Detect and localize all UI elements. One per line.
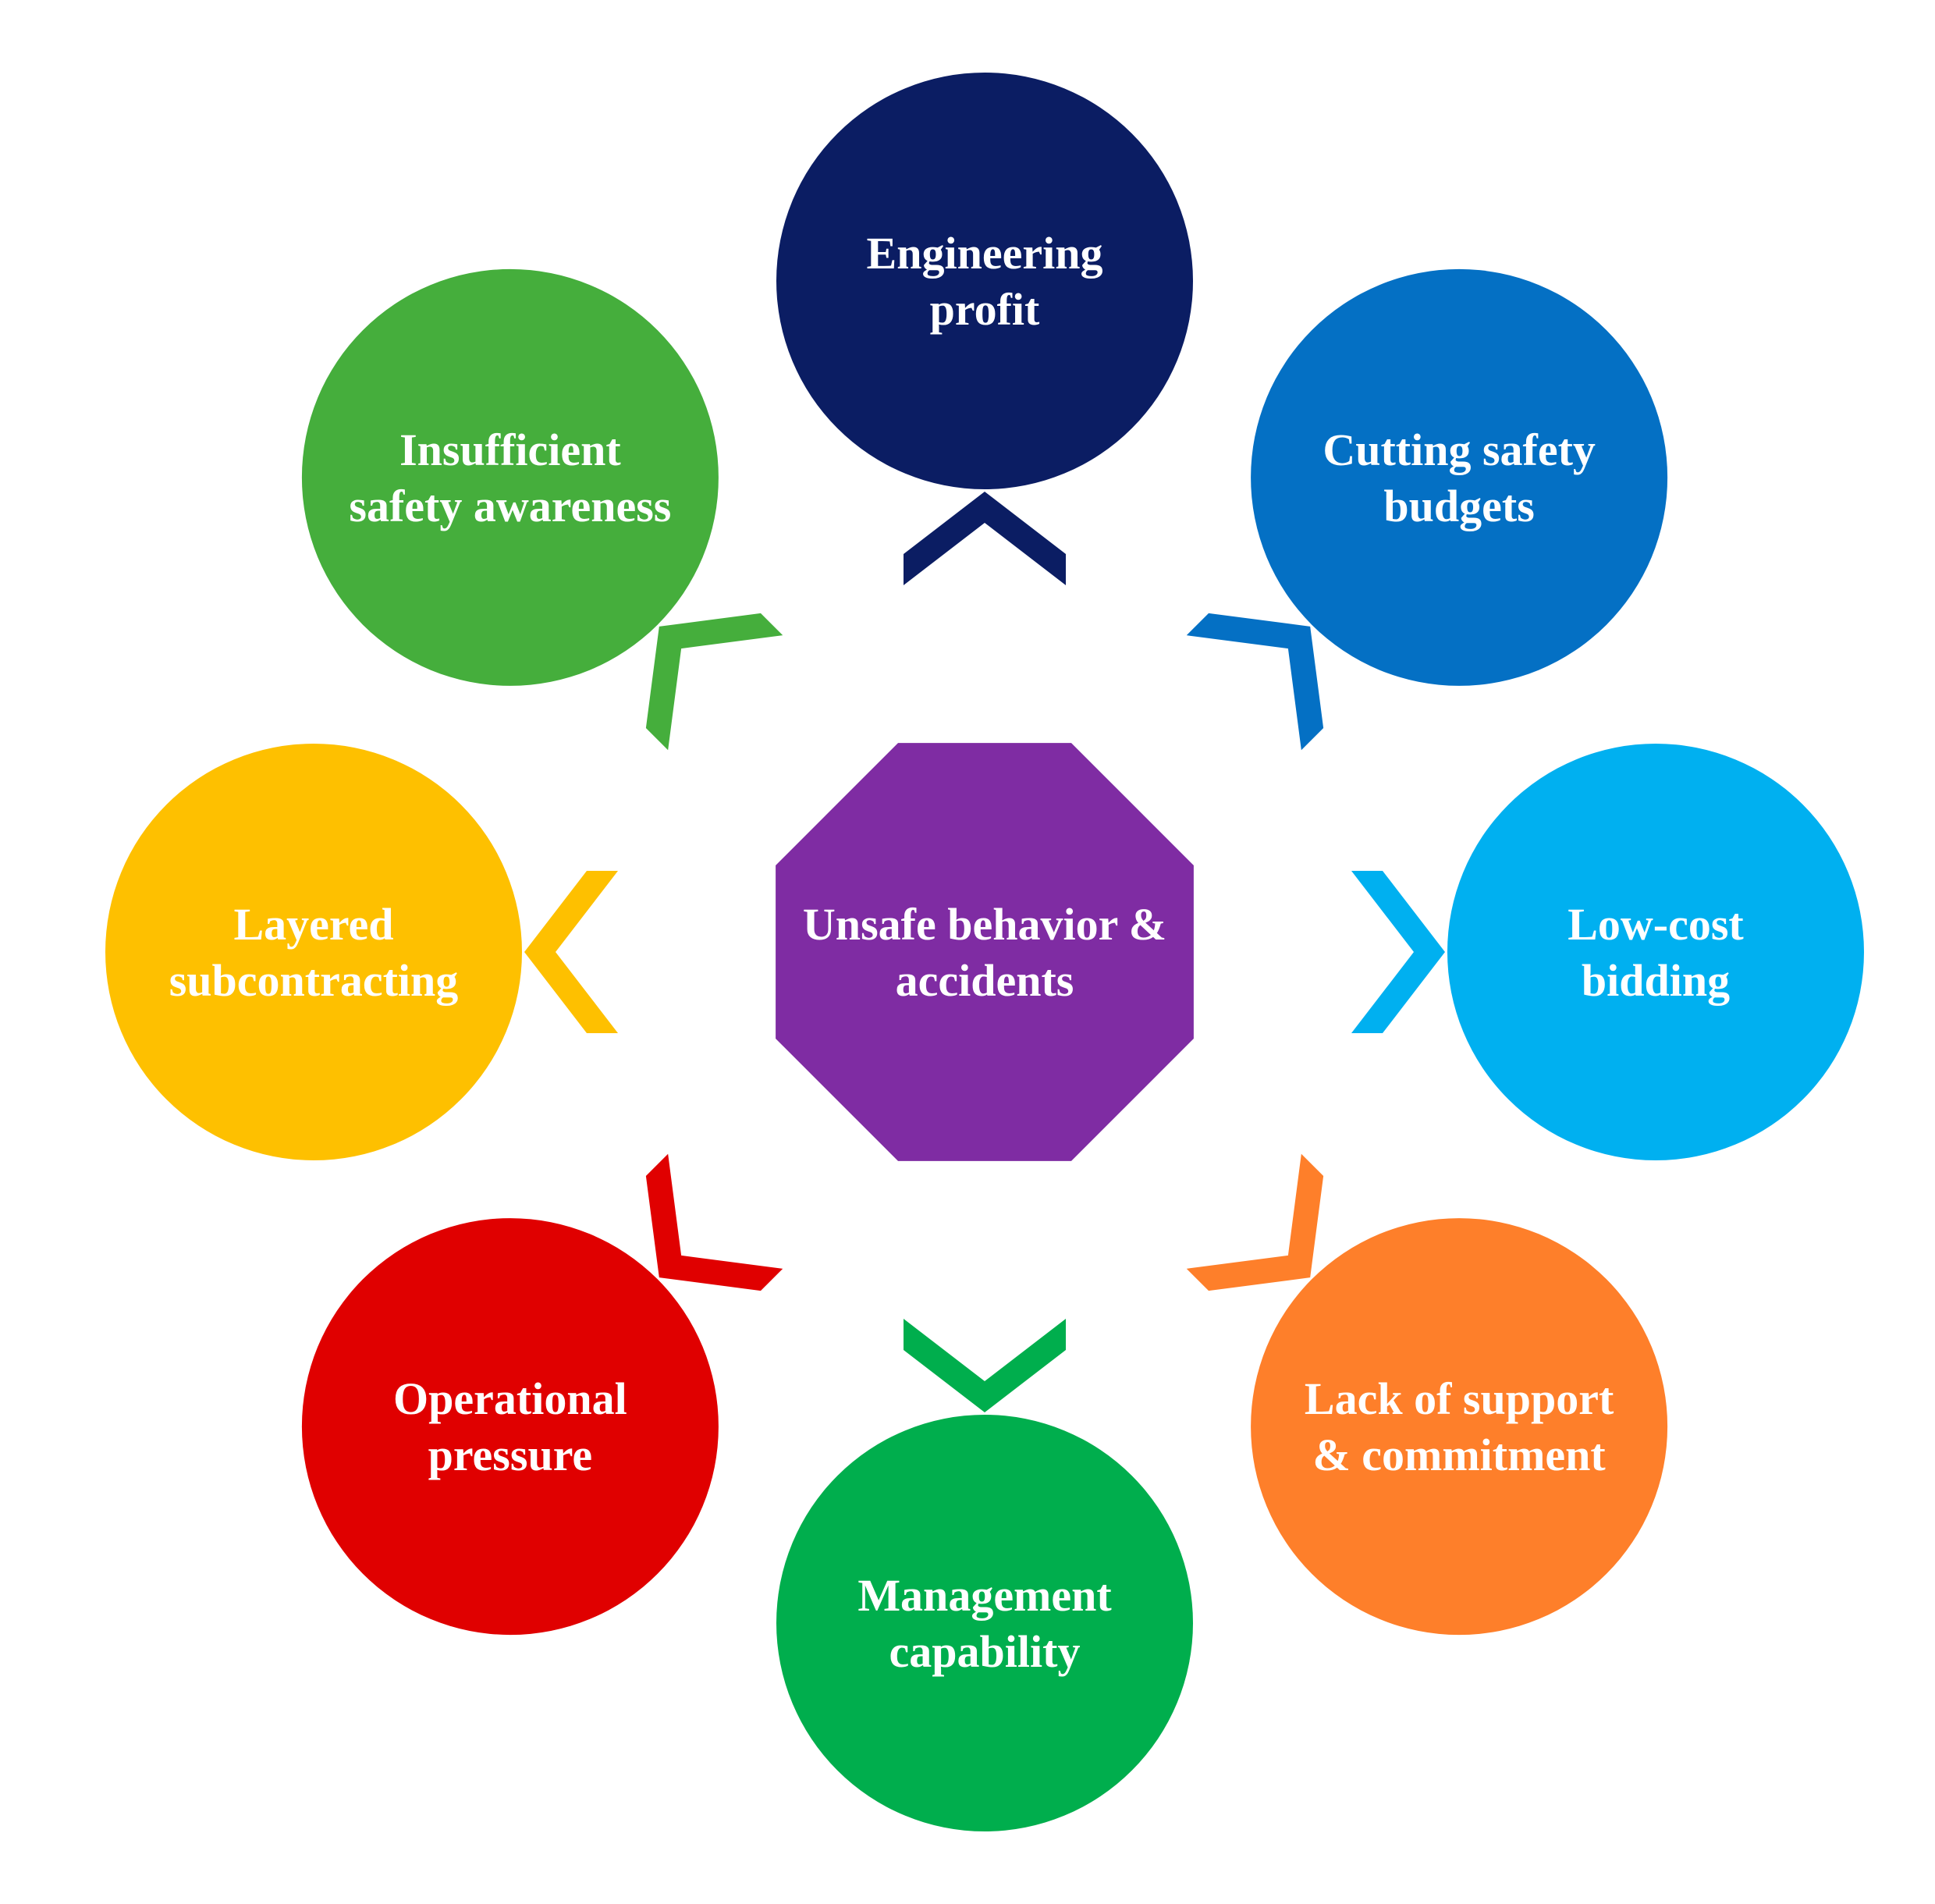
node-label-insufficient-safety-awareness-line-1: Insufficient <box>399 424 621 475</box>
chevron-layer <box>524 492 1445 1412</box>
chevron-engineering-profit <box>904 492 1066 585</box>
chevron-layered-subcontracting <box>524 871 618 1033</box>
node-label-operational-pressure-line-1: Operational <box>393 1373 627 1424</box>
node-label-cutting-safety-budgets-line-1: Cutting safety <box>1323 424 1596 475</box>
node-circle-operational-pressure <box>301 1218 719 1636</box>
node-label-layered-subcontracting-line-1: Layered <box>233 899 393 950</box>
node-label-operational-pressure-line-2: pressure <box>428 1430 593 1480</box>
center-octagon <box>776 743 1194 1161</box>
node-label-management-capability-line-1: Management <box>857 1570 1112 1621</box>
chevron-low-cost-bidding <box>1351 871 1445 1033</box>
node-label-insufficient-safety-awareness-line-2: safety awareness <box>349 481 671 531</box>
node-circle-layered-subcontracting <box>105 744 522 1160</box>
center-label-line-1: Unsafe behavior & <box>803 899 1166 950</box>
node-circle-management-capability <box>776 1415 1193 1831</box>
node-circle-insufficient-safety-awareness <box>301 268 719 686</box>
node-label-lack-of-support-commitment-line-2: & commitment <box>1312 1430 1606 1480</box>
node-label-layered-subcontracting-line-2: subcontracting <box>169 955 459 1006</box>
node-operational-pressure: Operational pressure <box>301 1218 719 1636</box>
node-label-engineering-profit-line-1: Engineering <box>867 228 1103 279</box>
chevron-insufficient-safety-awareness <box>645 613 783 751</box>
node-insufficient-safety-awareness: Insufficient safety awareness <box>301 268 719 686</box>
center-layer: Unsafe behavior &accidents <box>776 743 1194 1161</box>
node-circle-lack-of-support-commitment <box>1251 1218 1668 1636</box>
chevron-lack-of-support-commitment <box>1186 1153 1324 1291</box>
node-circle-cutting-safety-budgets <box>1251 268 1668 686</box>
node-label-management-capability-line-2: capability <box>889 1626 1081 1677</box>
node-label-low-cost-bidding-line-1: Low-cost <box>1568 899 1744 950</box>
chevron-management-capability <box>904 1319 1066 1412</box>
chevron-operational-pressure <box>645 1153 783 1291</box>
node-label-cutting-safety-budgets-line-2: budgets <box>1383 481 1534 531</box>
center-label-line-2: accidents <box>896 955 1074 1006</box>
node-lack-of-support-commitment: Lack of support & commitment <box>1251 1218 1668 1636</box>
node-cutting-safety-budgets: Cutting safety budgets <box>1251 268 1668 686</box>
node-circle-low-cost-bidding <box>1447 744 1864 1160</box>
node-label-engineering-profit-line-2: profit <box>930 284 1040 335</box>
node-circle-engineering-profit <box>776 73 1193 489</box>
node-label-low-cost-bidding-line-2: bidding <box>1582 955 1730 1006</box>
node-label-lack-of-support-commitment-line-1: Lack of support <box>1305 1373 1614 1424</box>
chevron-cutting-safety-budgets <box>1186 613 1324 751</box>
